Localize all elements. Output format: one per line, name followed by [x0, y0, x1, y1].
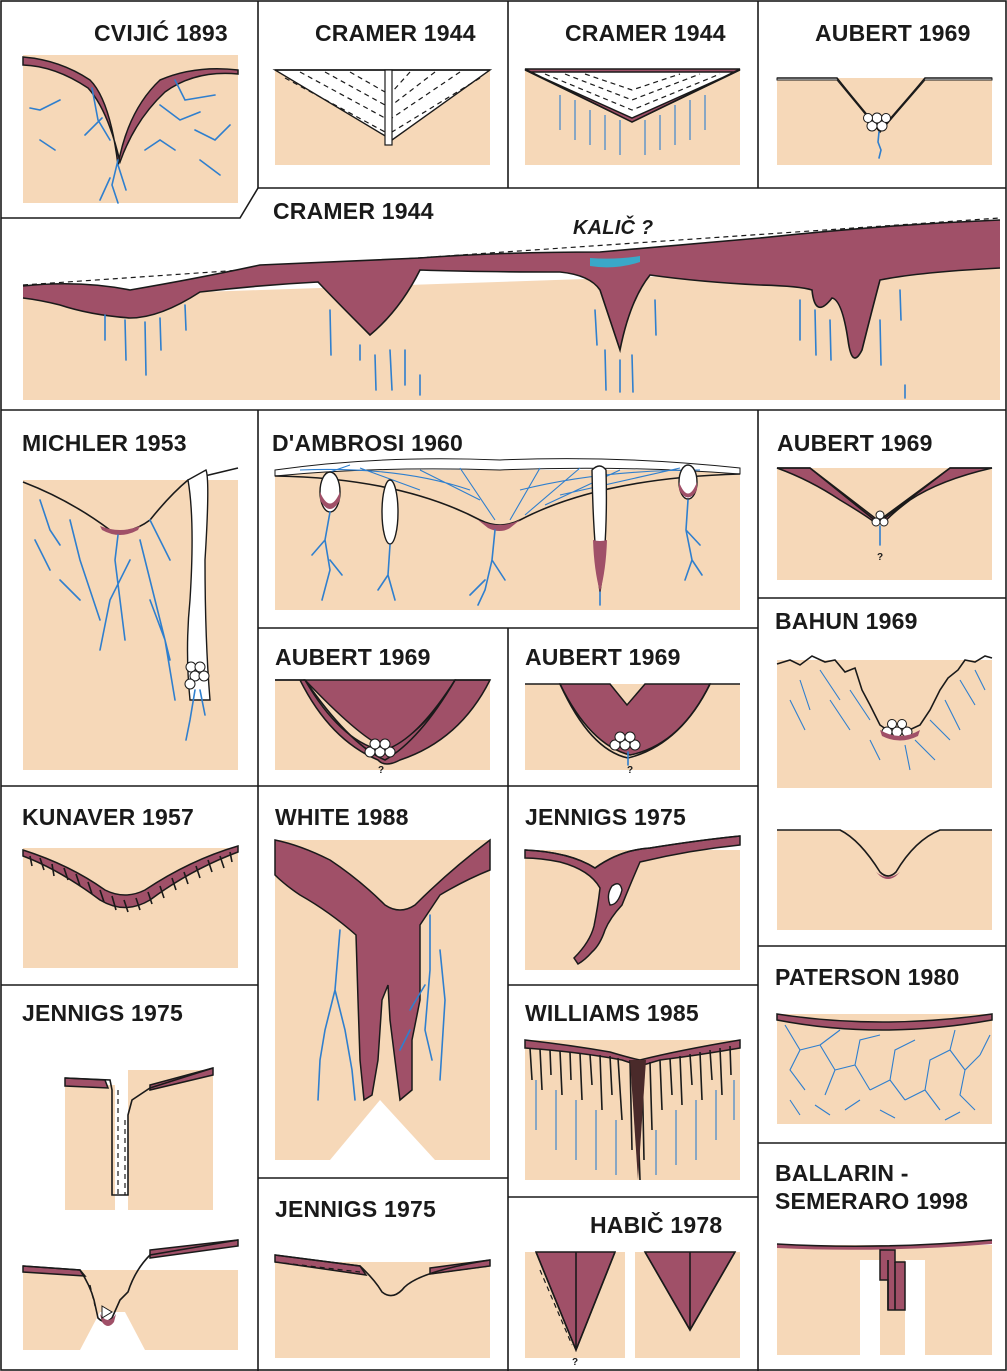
- diagram-kunaver-1957: [23, 846, 238, 968]
- diagram-aubert-1969-a: [777, 78, 992, 165]
- diagram-aubert-1969-c: ?: [525, 684, 740, 776]
- title-jennigs-1975-a: JENNIGS 1975: [525, 806, 686, 829]
- title-cvijic-1893: CVIJIĆ 1893: [94, 22, 228, 45]
- title-aubert-1969-b: AUBERT 1969: [275, 646, 431, 669]
- diagram-dambrosi-1960: [275, 459, 740, 610]
- title-ballarin-line1: BALLARIN -: [775, 1162, 909, 1185]
- diagram-cramer-1944-a: [275, 70, 490, 165]
- diagram-habic-1978: ?: [525, 1252, 740, 1368]
- title-williams-1985: WILLIAMS 1985: [525, 1002, 699, 1025]
- title-aubert-1969-d: AUBERT 1969: [777, 432, 933, 455]
- title-jennigs-1975-b: JENNIGS 1975: [22, 1002, 183, 1025]
- question-mark: ?: [627, 765, 633, 776]
- title-michler-1953: MICHLER 1953: [22, 432, 187, 455]
- title-jennigs-1975-c: JENNIGS 1975: [275, 1198, 436, 1221]
- question-mark: ?: [572, 1357, 578, 1368]
- diagram-jennigs-1975-b: [23, 1068, 238, 1350]
- diagram-jennigs-1975-a: [525, 836, 740, 970]
- annotation-kalic: KALIČ ?: [573, 218, 653, 238]
- diagram-jennigs-1975-c: [275, 1255, 490, 1358]
- title-bahun-1969: BAHUN 1969: [775, 610, 918, 633]
- title-dambrosi-1960: D'AMBROSI 1960: [272, 432, 463, 455]
- title-cramer-1944-b: CRAMER 1944: [565, 22, 726, 45]
- title-cramer-1944-a: CRAMER 1944: [315, 22, 476, 45]
- title-cramer-1944-profile: CRAMER 1944: [273, 200, 434, 223]
- question-mark: ?: [877, 552, 883, 563]
- diagram-ballarin-semeraro-1998: [777, 1240, 992, 1355]
- title-habic-1978: HABIČ 1978: [590, 1214, 722, 1237]
- title-aubert-1969-c: AUBERT 1969: [525, 646, 681, 669]
- title-aubert-1969-a: AUBERT 1969: [815, 22, 971, 45]
- diagram-cramer-1944-profile: [23, 218, 1000, 400]
- diagram-aubert-1969-d: ?: [777, 468, 992, 580]
- diagram-paterson-1980: [777, 1014, 992, 1124]
- diagram-cvijic-1893: [23, 55, 238, 203]
- diagram-white-1988: [275, 840, 490, 1160]
- diagram-bahun-1969: [777, 656, 992, 930]
- diagram-aubert-1969-b: ?: [275, 680, 490, 776]
- question-mark: ?: [378, 765, 384, 776]
- diagram-michler-1953: [23, 468, 238, 770]
- title-white-1988: WHITE 1988: [275, 806, 409, 829]
- diagram-williams-1985: [525, 1040, 740, 1180]
- title-paterson-1980: PATERSON 1980: [775, 966, 960, 989]
- title-ballarin-line2: SEMERARO 1998: [775, 1190, 968, 1213]
- title-kunaver-1957: KUNAVER 1957: [22, 806, 194, 829]
- diagram-cramer-1944-b: [525, 69, 740, 165]
